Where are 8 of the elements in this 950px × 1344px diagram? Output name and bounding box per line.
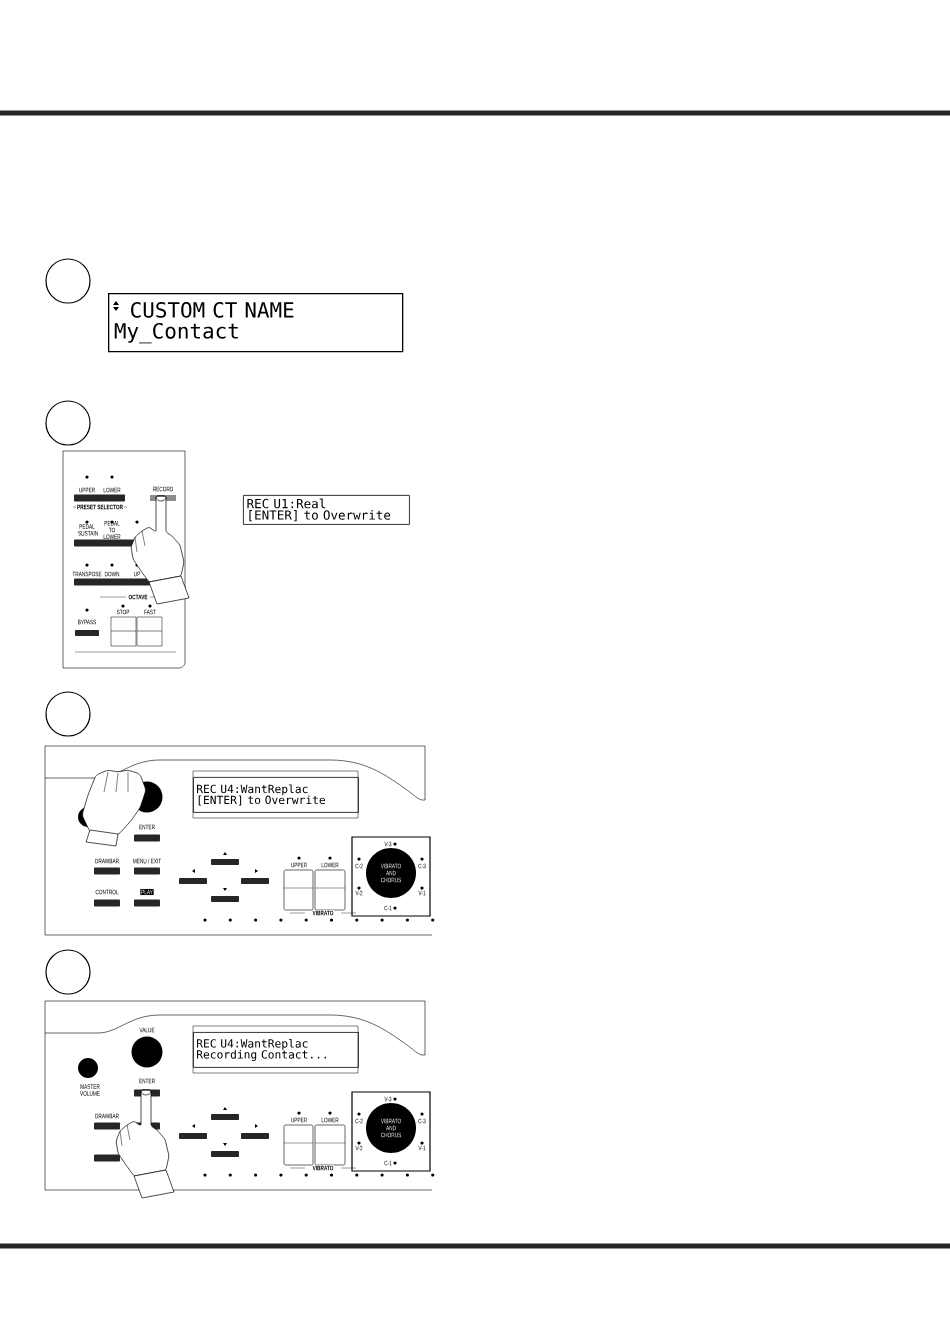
lcd-screen: REC U1:Real [ENTER] to Overwrite [243,495,410,525]
step-circle [45,258,91,304]
step-circle [45,949,91,995]
step-circle [45,691,91,737]
step-circle [45,400,91,446]
lcd-screen: REC U4:WantReplac [ENTER] to Overwrite [193,777,359,813]
lcd-screen: REC U4:WantReplac Recording Contact... [193,1032,359,1068]
lcd-screen: CUSTOM CT NAME My_Contact [108,293,404,353]
